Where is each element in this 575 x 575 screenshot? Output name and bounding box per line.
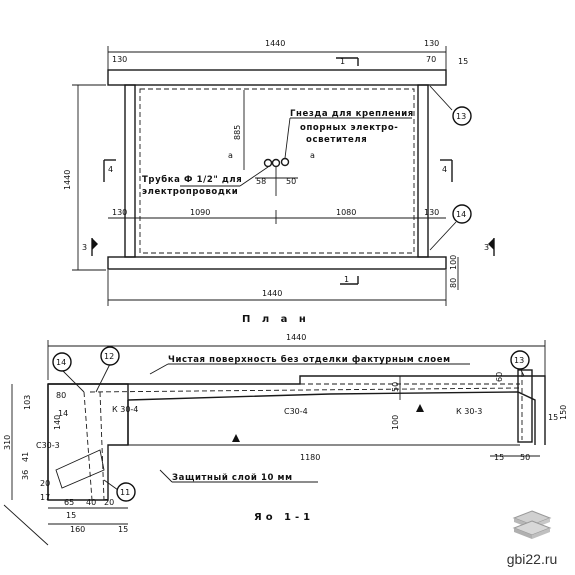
section-callout-11: 11 — [116, 482, 136, 502]
section-dim-40: 40 — [86, 498, 96, 507]
plan-note-pipe-1: Трубка Ф 1/2" для — [142, 174, 242, 185]
svg-text:14: 14 — [456, 210, 466, 219]
section-dim-20: 20 — [40, 479, 50, 488]
plan-dim-80: 80 — [449, 278, 458, 288]
section-dim-65: 65 — [64, 498, 74, 507]
section-dim-15-b: 15 — [494, 453, 504, 462]
plan-dim-total: 1440 — [262, 289, 282, 298]
section-dim-top: 1440 — [286, 333, 306, 342]
plan-a-right: a — [310, 151, 315, 160]
section-callout-14: 14 — [52, 352, 72, 372]
plan-note-fixtures-1: опорных электро- — [300, 123, 398, 133]
plan-section-4-right: 4 — [442, 165, 447, 174]
svg-text:13: 13 — [456, 112, 466, 121]
section-dim-36: 36 — [21, 470, 30, 480]
plan-dim-130-ml: 130 — [112, 208, 127, 217]
section-mesh-k30-3: К 30-3 — [456, 407, 482, 416]
plan-dim-100: 100 — [449, 255, 458, 270]
plan-dim-130-mr: 130 — [424, 208, 439, 217]
section-dim-15-c: 15 — [66, 511, 76, 520]
layers-logo-icon — [512, 510, 552, 539]
plan-note-fixtures-2: осветителя — [306, 135, 367, 145]
section-dim-15-d: 15 — [118, 525, 128, 534]
plan-callout-14: 14 — [452, 204, 472, 224]
svg-text:11: 11 — [120, 488, 130, 497]
plan-dim-15-tr: 15 — [458, 57, 468, 66]
section-title: Яо 1-1 — [254, 512, 314, 523]
section-dim-80: 80 — [56, 391, 66, 400]
watermark: gbi22.ru — [497, 507, 567, 567]
plan-note-sockets: Гнезда для крепления — [290, 109, 414, 119]
section-mesh-c30-4: С30-4 — [284, 407, 308, 416]
plan-section-1-top: 1 — [340, 57, 345, 66]
plan-note-pipe-2: электропроводки — [142, 187, 238, 197]
plan-callout-13: 13 — [452, 106, 472, 126]
plan-view: 1440 130 130 70 15 1 1440 885 58 5 — [63, 39, 495, 325]
section-dim-100: 100 — [391, 415, 400, 430]
section-dim-60: 60 — [495, 372, 504, 382]
section-callout-12: 12 — [100, 346, 120, 366]
plan-section-1-bottom: 1 — [344, 275, 349, 284]
plan-dim-130-tr: 130 — [424, 39, 439, 48]
plan-section-3-right: 3 — [484, 243, 489, 252]
section-callout-13: 13 — [510, 350, 530, 370]
plan-dim-1080: 1080 — [336, 208, 356, 217]
section-dim-160: 160 — [70, 525, 85, 534]
section-dim-15-a: 15 — [548, 413, 558, 422]
section-dim-17: 17 — [40, 493, 50, 502]
section-dim-103: 103 — [23, 395, 32, 410]
section-mesh-c30-3: С30-3 — [36, 441, 60, 450]
plan-section-4-left: 4 — [108, 165, 113, 174]
plan-a-left: a — [228, 151, 233, 160]
section-dim-14: 14 — [58, 409, 68, 418]
svg-text:13: 13 — [514, 356, 524, 365]
plan-dim-height: 1440 — [63, 170, 72, 190]
plan-dim-1090: 1090 — [190, 208, 210, 217]
section-note-surface: Чистая поверхность без отделки фактурным… — [168, 354, 451, 365]
plan-dim-50-right: 50 — [286, 177, 296, 186]
section-dim-50-b: 50 — [520, 453, 530, 462]
section-dim-41: 41 — [21, 452, 30, 462]
plan-section-3-left: 3 — [82, 243, 87, 252]
plan-dim-top: 1440 — [265, 39, 285, 48]
section-dim-310: 310 — [3, 435, 12, 450]
section-dim-140: 140 — [53, 415, 62, 430]
section-dim-50: 50 — [391, 382, 400, 392]
section-note-cover: Защитный слой 10 мм — [172, 473, 293, 483]
plan-title: П л а н — [242, 314, 310, 325]
section-dim-1180: 1180 — [300, 453, 320, 462]
site-label[interactable]: gbi22.ru — [506, 551, 558, 567]
plan-dim-130-tl: 130 — [112, 55, 127, 64]
plan-dim-70-tr: 70 — [426, 55, 436, 64]
section-dim-150: 150 — [559, 405, 568, 420]
svg-text:12: 12 — [104, 352, 114, 361]
plan-dim-885: 885 — [233, 125, 242, 140]
plan-dim-58-left: 58 — [256, 177, 266, 186]
svg-text:14: 14 — [56, 358, 66, 367]
section-dim-20-b: 20 — [104, 498, 114, 507]
section-view: 1440 Чистая поверхность без отделки факт… — [3, 333, 568, 546]
section-mesh-k30-4: К 30-4 — [112, 405, 138, 414]
